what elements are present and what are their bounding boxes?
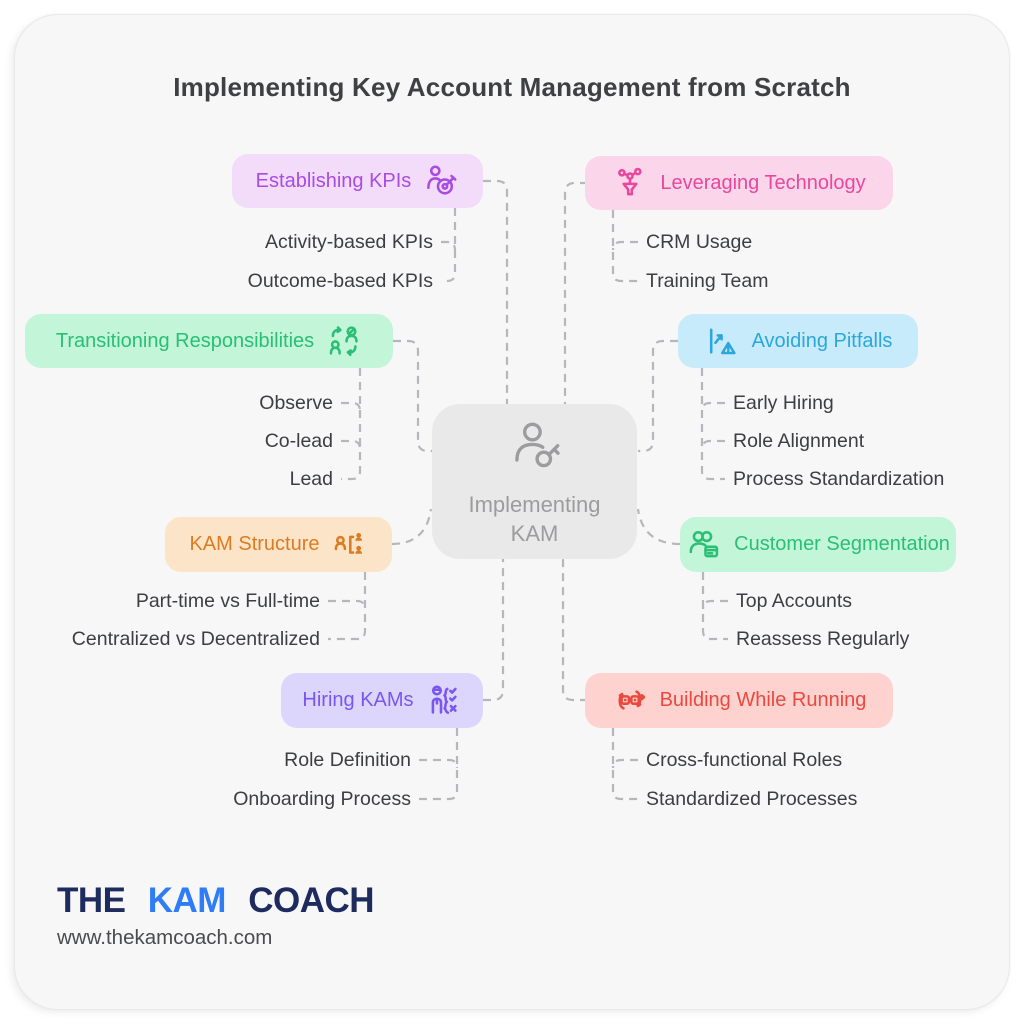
logo-word-the: THE [57,881,126,920]
child-item: Co-lead [264,430,333,452]
branch-label: Avoiding Pitfalls [751,329,893,352]
child-item: Role Definition [284,749,411,771]
branch-label: Transitioning Responsibilities [55,329,315,352]
child-item: Activity-based KPIs [265,231,433,253]
child-item: Top Accounts [736,590,852,612]
branch-label: Hiring KAMs [302,689,414,711]
child-item: Cross-functional Roles [646,749,843,771]
brand-logo: THE KAM COACH [57,881,375,921]
branch-label: Establishing KPIs [255,169,412,192]
branch-avoiding-pitfalls: Avoiding Pitfalls [678,314,918,368]
child-item: Lead [289,468,333,490]
chart-warning-icon [704,323,740,359]
child-item: Process Standardization [733,468,945,490]
child-item: Outcome-based KPIs [247,270,433,292]
logo-word-coach: COACH [248,881,375,920]
branch-hiring-kams: Hiring KAMs [281,673,483,728]
child-item: Reassess Regularly [736,628,910,650]
branch-customer-segmentation: Customer Segmentation [680,517,956,572]
child-item: CRM Usage [646,231,753,253]
branch-transitioning-responsibilities: Transitioning Responsibilities [25,314,393,368]
branch-label: KAM Structure [189,533,320,555]
person-key-icon [504,415,566,484]
child-item: Early Hiring [733,392,834,414]
center-node-implementing-kam: Implementing KAM [432,404,637,559]
branch-establishing-kpis: Establishing KPIs [232,154,483,208]
branch-label: Customer Segmentation [734,533,950,555]
people-swap-icon [326,323,362,359]
branch-building-while-running: Building While Running [585,673,893,728]
center-node-label: Implementing KAM [468,491,601,547]
page-title: Implementing Key Account Management from… [173,72,851,102]
child-item: Part-time vs Full-time [135,590,320,612]
child-item: Training Team [646,270,769,292]
people-card-icon [686,527,722,563]
logo-word-kam: KAM [147,881,227,920]
child-item: Observe [259,392,333,414]
child-item: Role Alignment [733,430,865,452]
branch-kam-structure: KAM Structure [165,517,392,572]
website-url: www.thekamcoach.com [57,926,273,949]
child-item: Centralized vs Decentralized [71,628,320,650]
child-item: Standardized Processes [646,788,858,810]
network-funnel-icon [612,165,648,201]
branch-leveraging-technology: Leveraging Technology [585,156,893,210]
branch-label: Building While Running [659,689,867,711]
person-checklist-icon [426,683,462,719]
process-sync-icon [612,683,648,719]
child-item: Onboarding Process [233,788,411,810]
org-structure-icon [332,527,368,563]
person-target-icon [423,163,459,199]
branch-label: Leveraging Technology [660,171,866,194]
